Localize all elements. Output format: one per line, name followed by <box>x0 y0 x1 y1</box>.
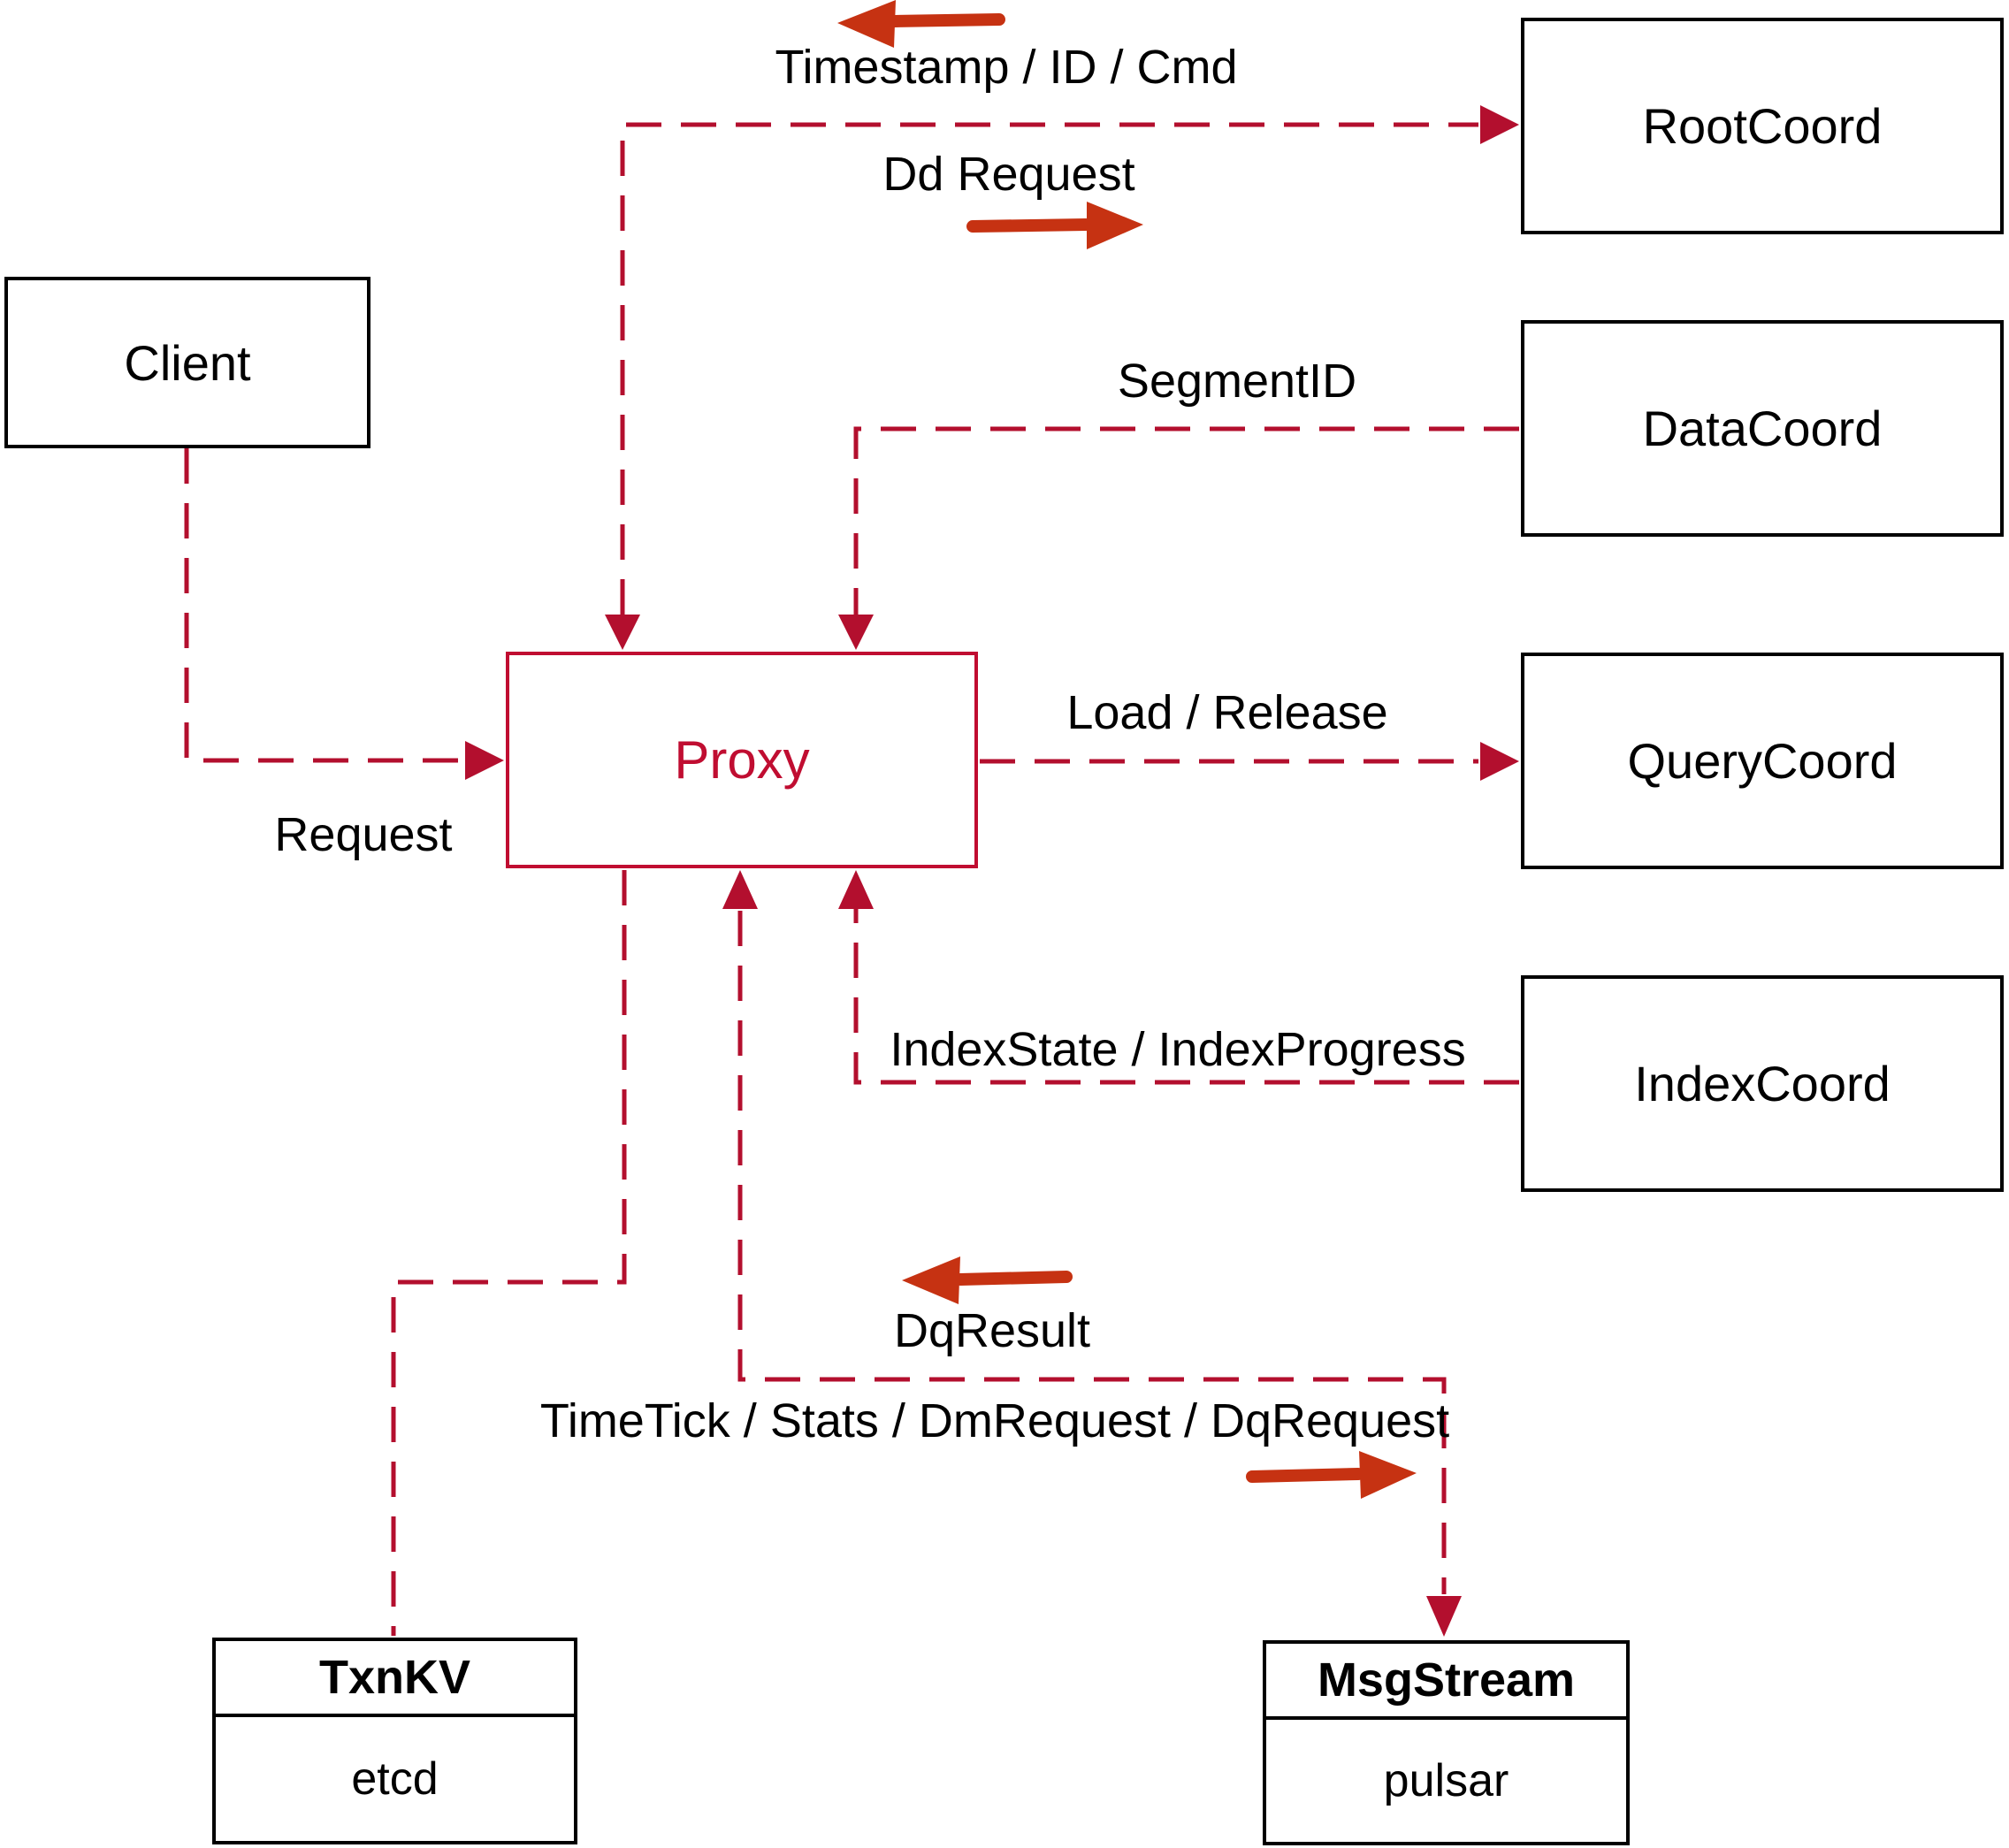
label-load-release: Load / Release <box>1066 686 1388 739</box>
msgstream-impl: pulsar <box>1383 1755 1509 1806</box>
label-dqresult: DqResult <box>893 1304 1091 1357</box>
msgstream-node: MsgStream pulsar <box>1263 1640 1630 1845</box>
direction-arrow-left-dqresult-icon <box>902 1256 960 1304</box>
arrowhead-into-msgstream-icon <box>1426 1596 1462 1637</box>
indexcoord-label: IndexCoord <box>1634 1056 1891 1111</box>
label-indexstate-indexprogress: IndexState / IndexProgress <box>890 1023 1466 1076</box>
arrowhead-into-rootcoord-icon <box>1480 105 1519 144</box>
label-dd-request: Dd Request <box>882 148 1135 201</box>
arrowhead-into-proxy-left-icon <box>465 741 504 780</box>
arrowhead-into-proxy-top-left-icon <box>605 615 640 650</box>
direction-arrow-right-timetick-shaft <box>1246 1468 1364 1483</box>
querycoord-node: QueryCoord <box>1521 653 2004 869</box>
direction-arrow-left-top-shaft <box>889 13 1005 27</box>
client-label: Client <box>124 334 251 391</box>
edge-proxy-rootcoord <box>620 122 1478 615</box>
label-timestamp-id-cmd: Timestamp / ID / Cmd <box>775 41 1238 94</box>
direction-arrow-right-timetick-icon <box>1359 1451 1417 1499</box>
datacoord-node: DataCoord <box>1521 320 2004 537</box>
txnkv-title: TxnKV <box>216 1641 574 1717</box>
edge-proxy-to-txnkv <box>391 870 627 1636</box>
proxy-label: Proxy <box>674 730 810 790</box>
msgstream-title: MsgStream <box>1266 1644 1626 1720</box>
rootcoord-node: RootCoord <box>1521 18 2004 234</box>
edge-proxy-msgstream <box>737 911 1447 1594</box>
direction-arrow-right-top-shaft <box>966 218 1092 233</box>
client-node: Client <box>4 277 370 448</box>
label-timetick-stats: TimeTick / Stats / DmRequest / DqRequest <box>539 1394 1450 1447</box>
edge-indexcoord-to-proxy <box>853 909 1519 1085</box>
datacoord-label: DataCoord <box>1642 401 1883 456</box>
direction-arrow-left-dqresult-shaft <box>954 1271 1073 1286</box>
txnkv-node: TxnKV etcd <box>212 1638 577 1844</box>
rootcoord-label: RootCoord <box>1642 98 1883 154</box>
direction-arrow-left-top-icon <box>837 0 896 48</box>
edge-client-to-proxy <box>184 448 465 763</box>
arrowhead-into-proxy-bottom-left-icon <box>722 870 758 909</box>
txnkv-impl: etcd <box>351 1753 439 1805</box>
arrowhead-into-proxy-top-right-icon <box>838 615 874 650</box>
indexcoord-node: IndexCoord <box>1521 975 2004 1192</box>
arrowhead-into-proxy-bottom-right-icon <box>838 870 874 909</box>
direction-arrow-right-top-icon <box>1087 202 1143 249</box>
proxy-node: Proxy <box>506 652 978 868</box>
label-segmentid: SegmentID <box>1117 355 1357 408</box>
label-request: Request <box>274 808 453 861</box>
arrowhead-into-querycoord-icon <box>1480 742 1519 781</box>
querycoord-label: QueryCoord <box>1627 733 1898 789</box>
edge-datacoord-to-proxy <box>853 426 1519 615</box>
